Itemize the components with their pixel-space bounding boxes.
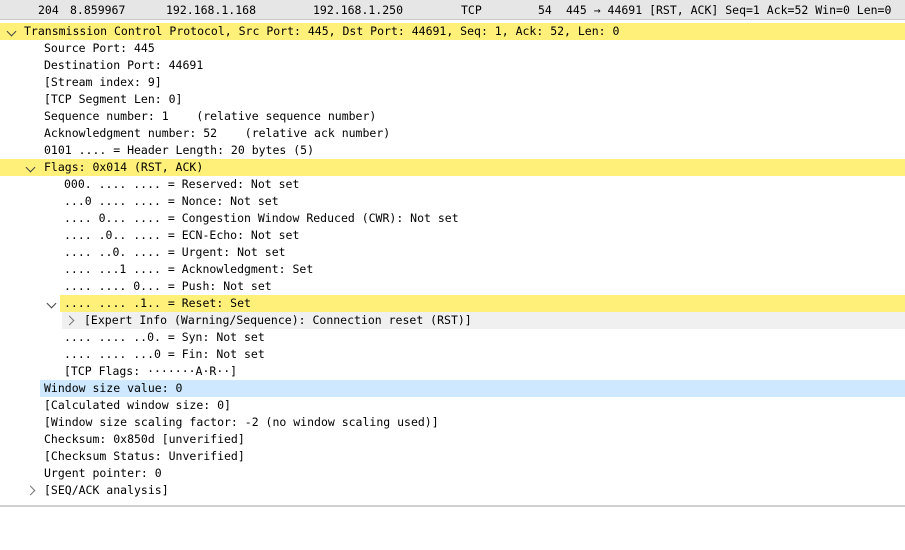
tree-item-flag-nonce[interactable]: ...0 .... .... = Nonce: Not set: [0, 193, 905, 210]
tree-item-checksum-status[interactable]: [Checksum Status: Unverified]: [0, 448, 905, 465]
flag-reset-label: .... .... .1.. = Reset: Set: [64, 296, 251, 310]
checksum-label: Checksum: 0x850d [unverified]: [44, 432, 245, 446]
chevron-right-icon[interactable]: [23, 482, 37, 499]
window-scaling-label: [Window size scaling factor: -2 (no wind…: [44, 415, 439, 429]
tree-item-tcp[interactable]: Transmission Control Protocol, Src Port:…: [0, 23, 905, 40]
tree-item-header-length[interactable]: 0101 .... = Header Length: 20 bytes (5): [0, 142, 905, 159]
packet-destination: 192.168.1.250: [313, 3, 404, 17]
tree-item-segment-len[interactable]: [TCP Segment Len: 0]: [0, 91, 905, 108]
flag-cwr-label: .... 0... .... = Congestion Window Reduc…: [64, 211, 459, 225]
tree-item-flag-urgent[interactable]: .... ..0. .... = Urgent: Not set: [0, 244, 905, 261]
tree-item-window-scaling[interactable]: [Window size scaling factor: -2 (no wind…: [0, 414, 905, 431]
expert-info-label: [Expert Info (Warning/Sequence): Connect…: [84, 313, 472, 327]
chevron-down-icon[interactable]: [23, 159, 37, 176]
chevron-down-icon[interactable]: [44, 295, 58, 312]
tcp-header-label: Transmission Control Protocol, Src Port:…: [24, 24, 620, 38]
flag-fin-label: .... .... ...0 = Fin: Not set: [64, 347, 265, 361]
tree-item-flag-syn[interactable]: .... .... ..0. = Syn: Not set: [0, 329, 905, 346]
checksum-status-label: [Checksum Status: Unverified]: [44, 449, 245, 463]
tree-item-source-port[interactable]: Source Port: 445: [0, 40, 905, 57]
header-length-label: 0101 .... = Header Length: 20 bytes (5): [44, 143, 315, 157]
tree-item-ack-number[interactable]: Acknowledgment number: 52 (relative ack …: [0, 125, 905, 142]
flag-syn-label: .... .... ..0. = Syn: Not set: [64, 330, 265, 344]
packet-details-tree: Transmission Control Protocol, Src Port:…: [0, 23, 905, 499]
packet-info: 445 → 44691 [RST, ACK] Seq=1 Ack=52 Win=…: [566, 3, 892, 17]
stream-index-label: [Stream index: 9]: [44, 75, 162, 89]
packet-number: 204: [38, 3, 59, 17]
tcp-flags-label: [TCP Flags: ·······A·R··]: [64, 364, 238, 378]
calc-window-label: [Calculated window size: 0]: [44, 398, 231, 412]
flag-reserved-label: 000. .... .... = Reserved: Not set: [64, 177, 300, 191]
flags-header-label: Flags: 0x014 (RST, ACK): [44, 160, 204, 174]
tree-item-checksum[interactable]: Checksum: 0x850d [unverified]: [0, 431, 905, 448]
urgent-pointer-label: Urgent pointer: 0: [44, 466, 162, 480]
tree-item-urgent-pointer[interactable]: Urgent pointer: 0: [0, 465, 905, 482]
flag-urgent-label: .... ..0. .... = Urgent: Not set: [64, 245, 286, 259]
tree-item-flags[interactable]: Flags: 0x014 (RST, ACK): [0, 159, 905, 176]
chevron-right-icon[interactable]: [62, 312, 76, 329]
tree-item-stream-index[interactable]: [Stream index: 9]: [0, 74, 905, 91]
tree-item-seq-ack[interactable]: [SEQ/ACK analysis]: [0, 482, 905, 499]
tree-item-window-size[interactable]: Window size value: 0: [40, 380, 905, 397]
seq-number-label: Sequence number: 1 (relative sequence nu…: [44, 109, 377, 123]
tree-item-flag-reset[interactable]: .... .... .1.. = Reset: Set: [46, 295, 905, 312]
tree-item-flag-ack[interactable]: .... ...1 .... = Acknowledgment: Set: [0, 261, 905, 278]
tree-item-seq-number[interactable]: Sequence number: 1 (relative sequence nu…: [0, 108, 905, 125]
pane-divider: [0, 505, 905, 507]
packet-list-row[interactable]: 204 8.859967 192.168.1.168 192.168.1.250…: [0, 0, 905, 20]
seq-ack-label: [SEQ/ACK analysis]: [44, 483, 169, 497]
tree-item-flag-fin[interactable]: .... .... ...0 = Fin: Not set: [0, 346, 905, 363]
packet-time: 8.859967: [70, 3, 126, 17]
tree-item-flag-push[interactable]: .... .... 0... = Push: Not set: [0, 278, 905, 295]
packet-length: 54: [538, 3, 552, 17]
flag-ack-label: .... ...1 .... = Acknowledgment: Set: [64, 262, 314, 276]
packet-protocol: TCP: [461, 3, 482, 17]
tree-item-expert-info[interactable]: [Expert Info (Warning/Sequence): Connect…: [62, 312, 905, 329]
tree-item-flag-reserved[interactable]: 000. .... .... = Reserved: Not set: [0, 176, 905, 193]
flag-push-label: .... .... 0... = Push: Not set: [64, 279, 272, 293]
source-port-label: Source Port: 445: [44, 41, 155, 55]
tree-item-flag-cwr[interactable]: .... 0... .... = Congestion Window Reduc…: [0, 210, 905, 227]
tree-item-calc-window[interactable]: [Calculated window size: 0]: [0, 397, 905, 414]
ack-number-label: Acknowledgment number: 52 (relative ack …: [44, 126, 391, 140]
window-size-label: Window size value: 0: [44, 381, 183, 395]
tree-item-tcp-flags[interactable]: [TCP Flags: ·······A·R··]: [0, 363, 905, 380]
packet-source: 192.168.1.168: [166, 3, 257, 17]
chevron-down-icon[interactable]: [4, 23, 18, 40]
flag-nonce-label: ...0 .... .... = Nonce: Not set: [64, 194, 279, 208]
tree-item-flag-ecn[interactable]: .... .0.. .... = ECN-Echo: Not set: [0, 227, 905, 244]
tree-item-destination-port[interactable]: Destination Port: 44691: [0, 57, 905, 74]
segment-len-label: [TCP Segment Len: 0]: [44, 92, 183, 106]
flag-ecn-label: .... .0.. .... = ECN-Echo: Not set: [64, 228, 300, 242]
destination-port-label: Destination Port: 44691: [44, 58, 204, 72]
